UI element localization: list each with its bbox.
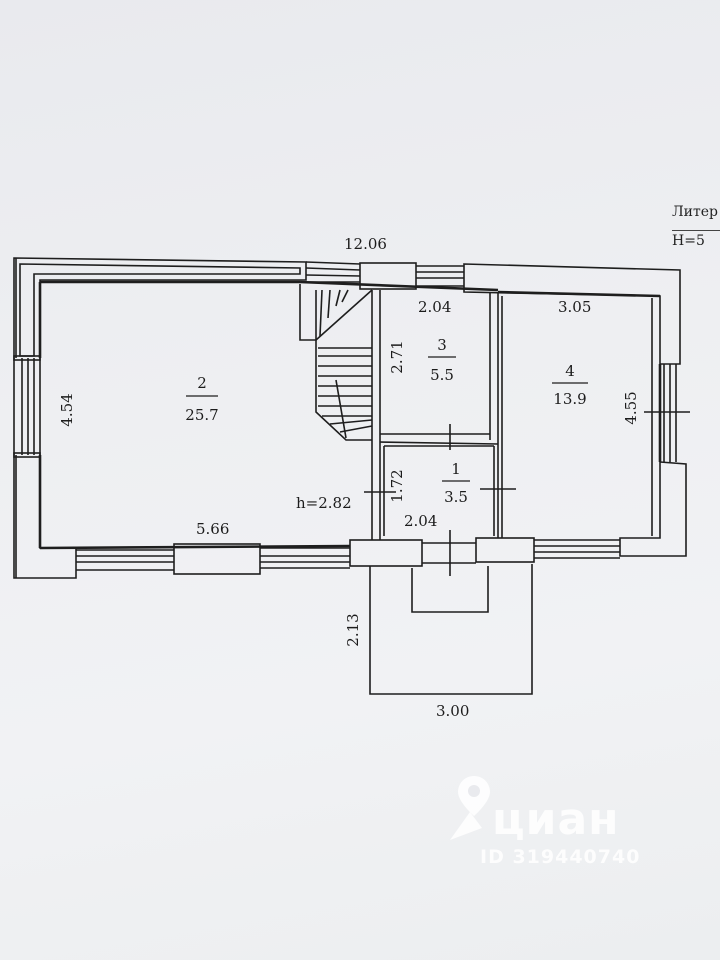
litera-note: Литер Н=5 [672,204,720,249]
dimension-room2-bottom: 5.66 [196,520,229,538]
map-pin-icon [450,776,490,840]
dimension-porch-width: 3.00 [436,702,469,720]
watermark-id: ID 319440740 [480,846,641,868]
dimension-room4-height: 4.55 [622,391,640,424]
room-1-area: 3.5 [444,488,468,506]
room-3-number: 3 [437,336,447,354]
room-1-label: 1 3.5 [442,460,470,506]
room-3-label: 3 5.5 [428,336,456,384]
dimension-left-height: 4.54 [58,393,76,426]
room-4-number: 4 [565,362,575,380]
litera-line2: Н=5 [672,230,720,249]
dimension-stair-width: 2.04 [418,298,451,316]
dimension-room1-width: 2.04 [404,512,437,530]
dimension-top-width: 12.06 [344,235,387,253]
dimension-room1-height: 1.72 [388,469,406,502]
room-3-area: 5.5 [430,366,454,384]
dimension-room3-height: 2.71 [388,340,406,373]
room-2-number: 2 [197,374,207,392]
room-4-area: 13.9 [553,390,586,408]
room-4-label: 4 13.9 [552,362,588,408]
cian-watermark: циан ID 319440740 [444,772,684,882]
litera-line1: Литер [672,204,719,220]
ceiling-height-label: h=2.82 [296,494,352,512]
watermark-brand: циан [492,794,620,845]
room-2-area: 25.7 [185,406,218,424]
room-2-label: 2 25.7 [185,374,218,424]
dimension-porch-depth: 2.13 [344,613,362,646]
dimension-room4-width: 3.05 [558,298,591,316]
walls [13,257,690,695]
room-1-number: 1 [451,460,461,478]
